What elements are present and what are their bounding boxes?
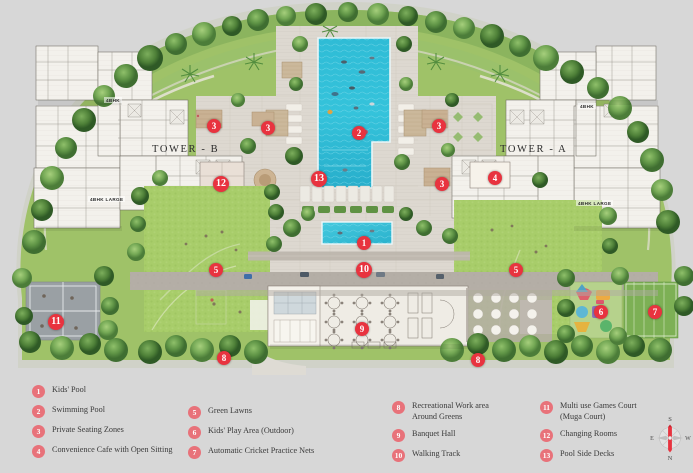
legend-item-1[interactable]: 1 Kids' Pool <box>32 385 173 398</box>
legend-label: Walking Track <box>412 449 461 458</box>
unit-type-label: 4BHK LARGE <box>576 200 614 206</box>
plan-marker-9[interactable]: 9 <box>355 322 369 336</box>
plan-marker-4[interactable]: 4 <box>488 171 502 185</box>
legend-number-badge: 2 <box>32 405 45 418</box>
legend-label: Convenience Cafe with Open Sitting <box>52 445 173 454</box>
legend-column-3: 8 Recreational Work area Around Greens 9 Ba… <box>392 401 489 469</box>
plan-marker-8[interactable]: 8 <box>471 353 485 367</box>
legend-label: Automatic Cricket Practice Nets <box>208 446 315 455</box>
plan-marker-3[interactable]: 3 <box>432 119 446 133</box>
legend-item-2[interactable]: 2 Swimming Pool <box>32 405 173 418</box>
legend-column-1: 1 Kids' Pool 2 Swimming Pool 3 Private Seatin… <box>32 385 173 465</box>
legend-label: Multi use Games Court (Muga Court) <box>560 401 637 421</box>
legend-number-badge: 11 <box>540 401 553 414</box>
plan-marker-11[interactable]: 11 <box>48 314 64 330</box>
legend-number-badge: 7 <box>188 446 201 459</box>
legend-number-badge: 13 <box>540 449 553 462</box>
compass-rose: S N E W <box>648 413 692 463</box>
legend: 1 Kids' Pool 2 Swimming Pool 3 Private Seatin… <box>0 375 693 473</box>
legend-item-6[interactable]: 6 Kids' Play Area (Outdoor) <box>188 426 314 439</box>
legend-label: Private Seating Zones <box>52 425 124 434</box>
plan-marker-7[interactable]: 7 <box>648 305 662 319</box>
unit-type-label: 4BHK <box>578 103 596 109</box>
legend-item-13[interactable]: 13 Pool Side Decks <box>540 449 637 462</box>
legend-number-badge: 1 <box>32 385 45 398</box>
plan-marker-5[interactable]: 5 <box>509 263 523 277</box>
legend-label: Kids' Pool <box>52 385 87 394</box>
legend-label: Pool Side Decks <box>560 449 615 458</box>
legend-label: Changing Rooms <box>560 429 618 438</box>
legend-item-8[interactable]: 8 Recreational Work area Around Greens <box>392 401 489 422</box>
tower-label-2: TOWER - A <box>500 144 568 155</box>
legend-number-badge: 6 <box>188 426 201 439</box>
compass-label-left: E <box>650 436 654 442</box>
legend-item-9[interactable]: 9 Banquet Hall <box>392 429 489 442</box>
legend-item-10[interactable]: 10 Walking Track <box>392 449 489 462</box>
compass-label-bottom: N <box>668 455 673 462</box>
tower-label-1: TOWER - B <box>152 144 220 155</box>
legend-label: Banquet Hall <box>412 429 456 438</box>
legend-number-badge: 5 <box>188 406 201 419</box>
compass-label-top: S <box>668 416 672 423</box>
unit-type-label: 4BHK LARGE <box>88 196 126 202</box>
unit-type-label: 4BHK <box>104 97 122 103</box>
plan-marker-6[interactable]: 6 <box>594 305 608 319</box>
plan-marker-12[interactable]: 12 <box>213 176 229 192</box>
legend-column-4: 11 Multi use Games Court (Muga Court) 12 Ch… <box>540 401 637 469</box>
site-plan-illustration <box>12 2 693 368</box>
legend-number-badge: 12 <box>540 429 553 442</box>
legend-number-badge: 10 <box>392 449 405 462</box>
plan-marker-2[interactable]: 2 <box>352 126 366 140</box>
plan-marker-5[interactable]: 5 <box>209 263 223 277</box>
legend-number-badge: 3 <box>32 425 45 438</box>
plan-marker-10[interactable]: 10 <box>356 262 372 278</box>
legend-label: Kids' Play Area (Outdoor) <box>208 426 294 435</box>
plan-marker-3[interactable]: 3 <box>261 121 275 135</box>
legend-number-badge: 9 <box>392 429 405 442</box>
plan-marker-1[interactable]: 1 <box>357 236 371 250</box>
legend-item-5[interactable]: 5 Green Lawns <box>188 406 314 419</box>
legend-label: Swimming Pool <box>52 405 106 414</box>
legend-number-badge: 4 <box>32 445 45 458</box>
legend-number-badge: 8 <box>392 401 405 414</box>
plan-marker-3[interactable]: 3 <box>435 177 449 191</box>
legend-item-11[interactable]: 11 Multi use Games Court (Muga Court) <box>540 401 637 422</box>
legend-item-7[interactable]: 7 Automatic Cricket Practice Nets <box>188 446 314 459</box>
compass-label-right: W <box>685 436 691 442</box>
legend-item-12[interactable]: 12 Changing Rooms <box>540 429 637 442</box>
legend-item-4[interactable]: 4 Convenience Cafe with Open Sitting <box>32 445 173 458</box>
plan-marker-8[interactable]: 8 <box>217 351 231 365</box>
legend-item-3[interactable]: 3 Private Seating Zones <box>32 425 173 438</box>
plan-marker-13[interactable]: 13 <box>311 171 327 187</box>
legend-label: Green Lawns <box>208 406 252 415</box>
plan-marker-3[interactable]: 3 <box>207 119 221 133</box>
legend-label: Recreational Work area Around Greens <box>412 401 489 421</box>
